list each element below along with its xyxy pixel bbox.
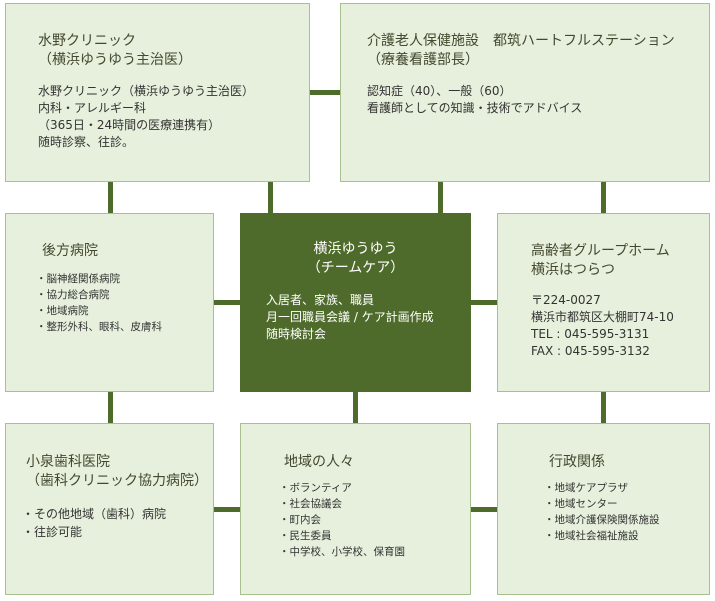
node-chiiki-item: 町内会 (279, 512, 405, 528)
connector-koho-center (214, 300, 240, 305)
node-mizuno-line: （365日・24時間の医療連携有） (38, 118, 221, 132)
node-grouphome-postal: 〒224-0027 (531, 293, 601, 307)
node-gyosei-item: 地域センター (544, 496, 660, 512)
node-group-home: 高齢者グループホーム 横浜はつらつ 〒224-0027 横浜市都筑区大棚町74-… (497, 213, 710, 392)
node-chiiki-item: 中学校、小学校、保育園 (279, 544, 406, 560)
node-gyosei-item: 地域社会福祉施設 (544, 528, 660, 544)
node-gyosei: 行政関係 地域ケアプラザ 地域センター 地域介護保険関係施設 地域社会福祉施設 (497, 423, 710, 595)
node-kaigo-line: 認知症（40）、一般（60） (367, 84, 512, 98)
node-koho-title: 後方病院 (42, 243, 98, 259)
node-koho-item: 脳神経関係病院 (36, 271, 162, 287)
node-koho-hospital: 後方病院 脳神経関係病院 協力総合病院 地域病院 整形外科、眼科、皮膚科 (5, 213, 214, 392)
node-mizuno-line: 水野クリニック（横浜ゆうゆう主治医） (38, 84, 255, 98)
node-chiiki-item: 民生委員 (279, 528, 405, 544)
node-mizuno-title-2: （横浜ゆうゆう主治医） (38, 52, 192, 68)
node-center-line: 月一回職員会議 / ケア計画作成 (266, 310, 434, 324)
node-chiiki-item: ボランティア (279, 480, 405, 496)
connector-mizuno-kaigo (310, 90, 340, 95)
connector-mizuno-center (268, 182, 273, 213)
node-gyosei-item: 地域ケアプラザ (544, 480, 660, 496)
node-grouphome-title-2: 横浜はつらつ (531, 262, 615, 278)
node-chiiki-people: 地域の人々 ボランティア 社会協議会 町内会 民生委員 中学校、小学校、保育園 (240, 423, 471, 595)
node-koizumi-dental: 小泉歯科医院 （歯科クリニック協力病院） その他地域（歯科）病院 往診可能 (5, 423, 214, 595)
node-koizumi-item: 往診可能 (22, 523, 166, 541)
node-grouphome-tel: TEL : 045-595-3131 (531, 327, 650, 341)
node-center-line: 入居者、家族、職員 (266, 293, 375, 307)
node-mizuno-title-1: 水野クリニック (38, 33, 136, 49)
node-center-title-1: 横浜ゆうゆう (313, 241, 398, 257)
node-center-title-2: （チームケア） (306, 260, 405, 276)
connector-koizumi-chiiki (214, 507, 240, 512)
node-mizuno-line: 随時診察、往診。 (38, 135, 135, 149)
node-kaigo-title-1: 介護老人保健施設 都筑ハートフルステーション (367, 33, 675, 49)
node-center-line: 随時検討会 (266, 327, 327, 341)
connector-chiiki-gyosei (471, 507, 497, 512)
node-mizuno-line: 内科・アレルギー科 (38, 101, 147, 115)
node-grouphome-address: 横浜市都筑区大棚町74-10 (531, 310, 674, 324)
node-koho-item: 整形外科、眼科、皮膚科 (36, 319, 163, 335)
node-grouphome-title-1: 高齢者グループホーム (531, 243, 670, 259)
node-grouphome-fax: FAX : 045-595-3132 (531, 344, 650, 358)
node-koizumi-title-1: 小泉歯科医院 (26, 454, 110, 470)
connector-center-chiiki (353, 392, 358, 423)
node-koho-item: 地域病院 (36, 303, 162, 319)
node-mizuno-clinic: 水野クリニック （横浜ゆうゆう主治医） 水野クリニック（横浜ゆうゆう主治医） 内… (5, 3, 310, 182)
node-kaigo-line: 看護師としての知識・技術でアドバイス (367, 101, 583, 115)
node-chiiki-item: 社会協議会 (279, 496, 405, 512)
node-kaigo-title-2: （療養看護部長） (367, 52, 479, 68)
connector-kaigo-grouphome (601, 182, 606, 213)
connector-grouphome-gyosei (601, 392, 606, 423)
node-chiiki-title: 地域の人々 (284, 454, 354, 470)
node-kaigo-facility: 介護老人保健施設 都筑ハートフルステーション （療養看護部長） 認知症（40）、… (340, 3, 710, 182)
node-koizumi-title-2: （歯科クリニック協力病院） (26, 473, 208, 489)
node-center-team-care: 横浜ゆうゆう （チームケア） 入居者、家族、職員 月一回職員会議 / ケア計画作… (240, 213, 471, 392)
connector-koho-koizumi (108, 392, 113, 423)
node-gyosei-item: 地域介護保険関係施設 (544, 512, 660, 528)
connector-center-grouphome (471, 300, 497, 305)
connector-mizuno-koho (108, 182, 113, 213)
connector-kaigo-center (438, 182, 443, 213)
node-koho-item: 協力総合病院 (36, 287, 162, 303)
node-gyosei-title: 行政関係 (549, 454, 605, 470)
node-koizumi-item: その他地域（歯科）病院 (22, 505, 166, 523)
